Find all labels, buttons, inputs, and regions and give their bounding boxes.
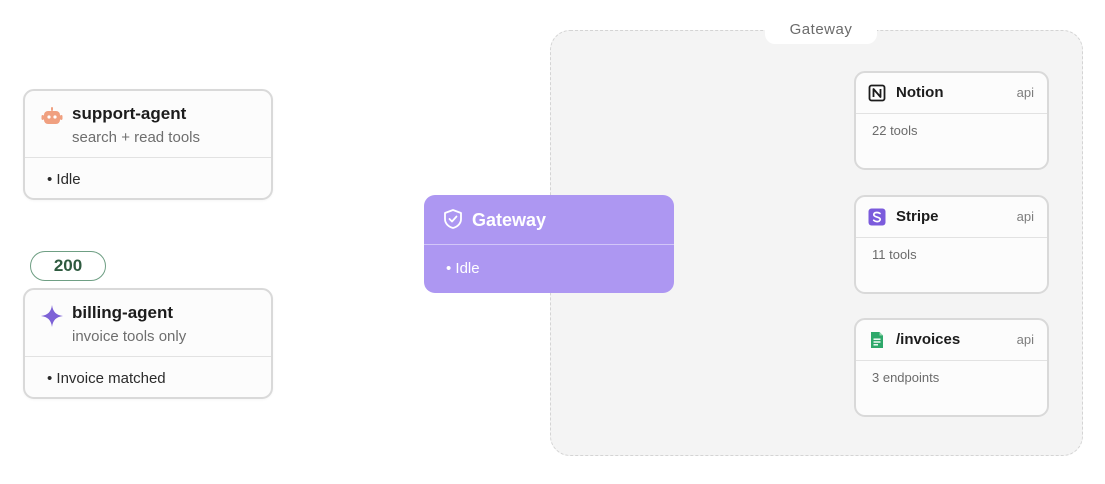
tool-name: Notion	[896, 84, 944, 101]
billing-agent-node[interactable]: billing-agent invoice tools only • Invoi…	[23, 288, 273, 399]
gateway-group-label: Gateway	[765, 16, 877, 44]
node-header: Gateway	[424, 195, 674, 245]
node-header: Stripe api	[856, 197, 1047, 238]
stripe-tool-node[interactable]: Stripe api 11 tools	[854, 195, 1049, 294]
gateway-status: • Idle	[446, 260, 480, 277]
gateway-name: Gateway	[472, 210, 547, 230]
sheet-icon	[868, 331, 886, 349]
node-header: Notion api	[856, 73, 1047, 114]
tool-count: 3 endpoints	[872, 370, 940, 385]
tool-kind: api	[1016, 332, 1034, 347]
tool-kind: api	[1016, 209, 1034, 224]
agent-status: • Idle	[47, 171, 81, 188]
agent-name: support-agent	[72, 104, 187, 123]
tool-count: 22 tools	[872, 123, 918, 138]
agent-description: search + read tools	[72, 129, 200, 146]
tool-count: 11 tools	[872, 247, 917, 262]
stripe-icon	[868, 208, 886, 226]
gateway-node[interactable]: Gateway • Idle	[424, 195, 674, 293]
notion-tool-node[interactable]: Notion api 22 tools	[854, 71, 1049, 170]
robot-icon	[40, 105, 64, 129]
node-header: support-agent search + read tools	[25, 91, 271, 158]
status-code-badge: 200	[30, 251, 106, 281]
agent-description: invoice tools only	[72, 328, 187, 345]
shield-check-icon	[442, 208, 464, 230]
tool-name: /invoices	[896, 331, 961, 348]
node-header: /invoices api	[856, 320, 1047, 361]
sparkle-icon	[40, 304, 64, 328]
support-agent-node[interactable]: support-agent search + read tools • Idle	[23, 89, 273, 200]
tool-kind: api	[1016, 85, 1034, 100]
node-header: billing-agent invoice tools only	[25, 290, 271, 357]
agent-status: • Invoice matched	[47, 370, 166, 387]
notion-icon	[868, 84, 886, 102]
agent-name: billing-agent	[72, 303, 174, 322]
tool-name: Stripe	[896, 208, 939, 225]
invoices-tool-node[interactable]: /invoices api 3 endpoints	[854, 318, 1049, 417]
